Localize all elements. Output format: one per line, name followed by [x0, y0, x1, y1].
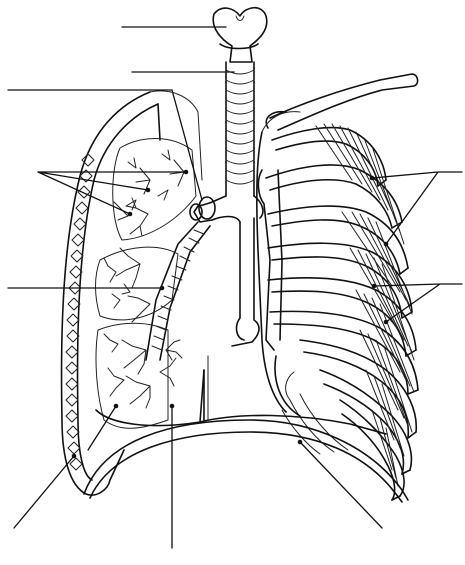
rib-cage: [258, 74, 418, 500]
bronchi: [146, 196, 263, 360]
larynx: [213, 8, 267, 62]
leader-line-8: [14, 456, 74, 528]
leader-line-6: [372, 172, 462, 244]
left-lung: [62, 91, 204, 495]
trachea: [226, 62, 254, 196]
leader-line-11: [300, 442, 382, 528]
right-lung: [257, 112, 300, 412]
